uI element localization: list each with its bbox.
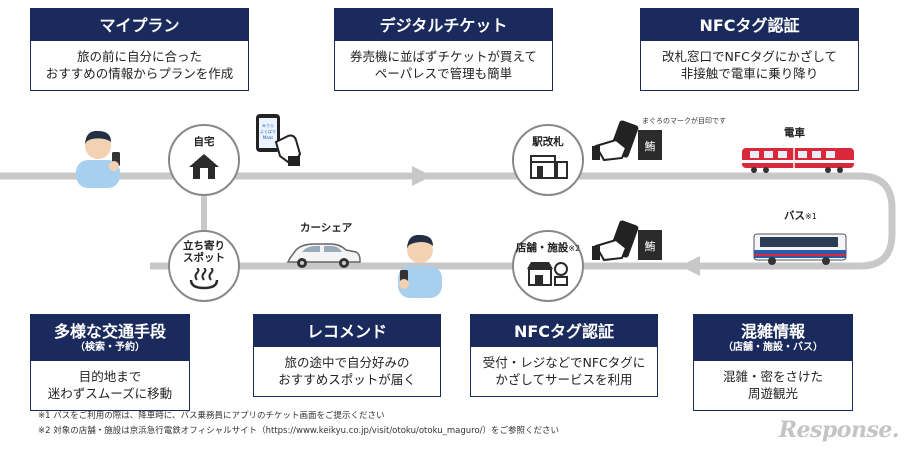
card-title: NFCタグ認証 <box>641 9 858 41</box>
card-nfc-gate: NFCタグ認証 改札窓口でNFCタグにかざして 非接触で電車に乗り降り <box>640 8 859 91</box>
card-line: 非接触で電車に乗り降り <box>680 66 819 81</box>
train-illustration <box>742 148 854 173</box>
card-body: 旅の前に自分に合った おすすめの情報からプランを作成 <box>31 41 248 90</box>
car-illustration <box>286 243 361 268</box>
card-title: デジタルチケット <box>335 9 552 41</box>
traveler-illustration <box>76 130 120 188</box>
card-line: 旅の途中で自分好みの <box>284 355 410 370</box>
house-icon <box>189 154 219 179</box>
card-line: かざしてサービスを利用 <box>495 372 633 387</box>
card-title-text: 多様な交通手段 <box>53 322 166 341</box>
card-body: 券売機に並ばずチケットが買えて ペーパレスで管理も簡単 <box>335 41 552 90</box>
maguro-mark-note: まぐろのマークが目印です <box>642 117 726 125</box>
card-title: マイプラン <box>31 9 248 41</box>
card-body: 混雑・密をさけた 周遊観光 <box>694 361 852 410</box>
brand-watermark: Response. <box>778 417 900 443</box>
card-line: 券売機に並ばずチケットが買えて <box>350 49 537 64</box>
card-title: NFCタグ認証 <box>471 315 657 347</box>
card-line: 目的地まで <box>78 369 142 384</box>
hot-spring-icon <box>189 268 219 290</box>
card-title: レコメンド <box>254 315 440 347</box>
svg-text:Maas: Maas <box>263 135 273 140</box>
stop-shop-label-text: 店舗・施設 <box>515 242 569 254</box>
bus-label-note: ※1 <box>805 212 817 221</box>
card-line: ペーパレスで管理も簡単 <box>374 66 513 81</box>
card-body: 改札窓口でNFCタグにかざして 非接触で電車に乗り降り <box>641 41 858 90</box>
card-congestion: 混雑情報 （店舗・施設・バス） 混雑・密をさけた 周遊観光 <box>693 314 853 411</box>
card-my-plan: マイプラン 旅の前に自分に合った おすすめの情報からプランを作成 <box>30 8 249 91</box>
carshare-label: カーシェア <box>300 222 353 234</box>
card-body: 目的地まで 迷わずスムーズに移動 <box>31 361 189 410</box>
footnote-2: ※2 対象の店舗・施設は京浜急行電鉄オフィシャルサイト（https://www.… <box>38 426 560 436</box>
stop-stopover-label-2: スポット <box>183 252 225 264</box>
stop-stopover-spot: 立ち寄り スポット <box>168 230 240 302</box>
card-title: 多様な交通手段 （検索・予約） <box>31 315 189 361</box>
card-line: おすすめの情報からプランを作成 <box>45 66 234 81</box>
card-nfc-shop: NFCタグ認証 受付・レジなどでNFCタグに かざしてサービスを利用 <box>470 314 658 397</box>
card-line: 周遊観光 <box>747 386 798 401</box>
svg-text:鮪: 鮪 <box>645 139 656 153</box>
bus-label-text: バス <box>784 210 805 222</box>
svg-text:よくばり: よくばり <box>260 128 276 134</box>
nfc-phone-hand-shop-illustration: 鮪 <box>592 220 662 262</box>
nfc-phone-hand-illustration: 鮪 <box>592 120 662 162</box>
card-line: 混雑・密をさけた <box>722 369 823 384</box>
card-subtitle: （検索・予約） <box>75 342 145 353</box>
card-title: 混雑情報 （店舗・施設・バス） <box>694 315 852 361</box>
stop-station-gate-label: 駅改札 <box>532 136 564 148</box>
card-title-text: 混雑情報 <box>740 322 805 341</box>
stop-home: 自宅 <box>168 124 240 196</box>
svg-text:鮪: 鮪 <box>645 239 656 253</box>
bus-illustration <box>753 233 847 265</box>
footnote-1: ※1 バスをご利用の際は、降車時に、バス乗務員にアプリのチケット画面をご提示くだ… <box>38 411 385 421</box>
card-body: 受付・レジなどでNFCタグに かざしてサービスを利用 <box>471 347 657 396</box>
stop-home-label: 自宅 <box>193 136 215 148</box>
ticket-gate-icon <box>530 155 568 179</box>
card-multi-transport: 多様な交通手段 （検索・予約） 目的地まで 迷わずスムーズに移動 <box>30 314 190 411</box>
route-arrow-left <box>680 256 700 276</box>
bus-label: バス※1 <box>784 208 817 223</box>
card-line: 迷わずスムーズに移動 <box>47 386 173 401</box>
route-arrow-right <box>412 166 432 186</box>
card-line: 改札窓口でNFCタグにかざして <box>662 49 837 64</box>
train-label: 電車 <box>784 127 805 139</box>
traveler-with-phone-illustration <box>398 234 442 298</box>
card-subtitle: （店舗・施設・バス） <box>723 342 823 353</box>
shop-icon <box>527 262 568 286</box>
card-line: おすすめスポットが届く <box>278 372 416 387</box>
card-recommend: レコメンド 旅の途中で自分好みの おすすめスポットが届く <box>253 314 441 397</box>
stop-stopover-label-1: 立ち寄り <box>183 240 225 252</box>
stop-shop-facility: 店舗・施設※2 <box>512 230 584 302</box>
card-digital-ticket: デジタルチケット 券売機に並ばずチケットが買えて ペーパレスで管理も簡単 <box>334 8 553 91</box>
svg-text:みうら: みうら <box>262 122 274 128</box>
smartphone-maas-illustration: みうら よくばり Maas <box>256 114 302 166</box>
stop-stopover-label: 立ち寄り スポット <box>170 240 238 264</box>
card-line: 受付・レジなどでNFCタグに <box>482 355 646 370</box>
stop-shop-label: 店舗・施設※2 <box>514 242 582 255</box>
card-body: 旅の途中で自分好みの おすすめスポットが届く <box>254 347 440 396</box>
card-line: 旅の前に自分に合った <box>76 49 202 64</box>
stop-shop-note: ※2 <box>568 244 581 253</box>
stop-station-gate: 駅改札 <box>512 124 584 196</box>
